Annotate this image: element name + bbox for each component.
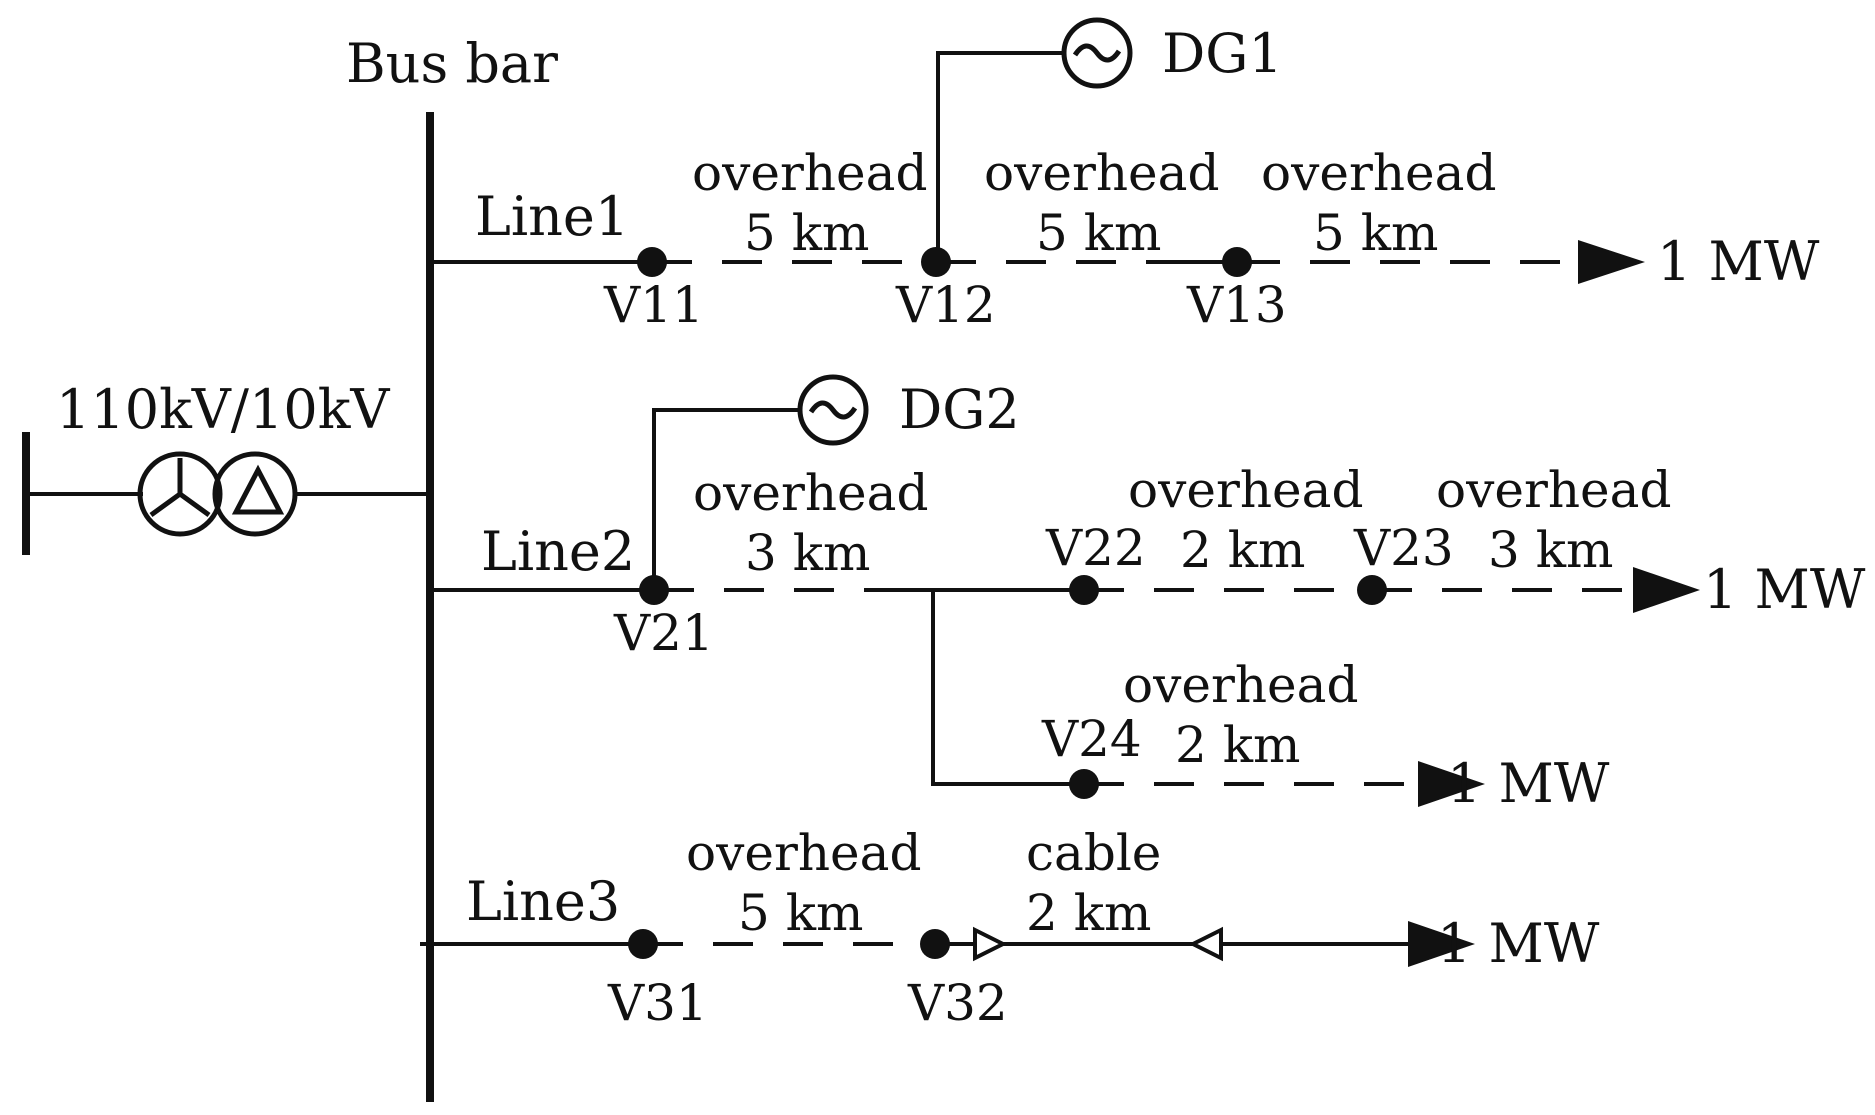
segment-3-type: overhead (1261, 144, 1496, 202)
node-v22-label: V22 (1045, 519, 1146, 577)
node-v23-label: V23 (1353, 519, 1454, 577)
dg1-connection (936, 51, 1063, 262)
node-v32 (920, 929, 950, 959)
line2-label: Line2 (481, 520, 635, 583)
node-v24 (1069, 769, 1099, 799)
line2-branch-load-arrow (1418, 761, 1485, 807)
node-v12-label: V12 (895, 276, 996, 334)
segment-6-type: overhead (1436, 461, 1671, 519)
segment-7-length: 2 km (1175, 716, 1300, 774)
dg2-connection (652, 408, 800, 590)
line2-branch-wire (931, 590, 1084, 786)
segment-5-type: overhead (1128, 461, 1363, 519)
segment-1-length: 5 km (744, 204, 869, 262)
segment-2-length: 5 km (1036, 204, 1161, 262)
segment-7-type: overhead (1123, 656, 1358, 714)
dg2-generator-icon (797, 374, 869, 446)
segment-8-type: overhead (686, 824, 921, 882)
segment-1-type: overhead (692, 144, 927, 202)
node-v31 (628, 929, 658, 959)
cable-end-marker (1188, 926, 1223, 962)
transformer-icon (137, 451, 298, 537)
node-v22 (1069, 575, 1099, 605)
line2-load-arrow (1633, 567, 1700, 613)
cable-start-marker (973, 926, 1008, 962)
line2-load-label: 1 MW (1703, 558, 1866, 621)
line3-load-arrow (1408, 921, 1475, 967)
node-v13 (1222, 247, 1252, 277)
segment-4-length: 3 km (745, 524, 870, 582)
segment-5-length: 2 km (1180, 521, 1305, 579)
node-v24-label: V24 (1041, 710, 1142, 768)
dg1-label: DG1 (1162, 22, 1283, 85)
transformer-label: 110kV/10kV (56, 378, 390, 441)
node-v11-label: V11 (603, 276, 704, 334)
segment-9-length: 2 km (1026, 884, 1151, 942)
node-v31-label: V31 (607, 974, 708, 1032)
node-v13-label: V13 (1186, 276, 1287, 334)
node-v11 (637, 247, 667, 277)
line3-label: Line3 (466, 870, 620, 933)
dg2-label: DG2 (899, 378, 1020, 441)
line2-branch-load-label: 1 MW (1447, 752, 1610, 815)
segment-6-length: 3 km (1488, 521, 1613, 579)
segment-4-type: overhead (693, 464, 928, 522)
segment-3-length: 5 km (1313, 204, 1438, 262)
node-v23 (1357, 575, 1387, 605)
segment-9-type: cable (1026, 824, 1161, 882)
segment-8-length: 5 km (738, 884, 863, 942)
dg1-generator-icon (1061, 17, 1133, 89)
bus-bar-label: Bus bar (346, 32, 558, 95)
line1-label: Line1 (475, 185, 629, 248)
node-v32-label: V32 (907, 974, 1008, 1032)
line3-load-label: 1 MW (1437, 912, 1600, 975)
segment-2-type: overhead (984, 144, 1219, 202)
node-v21-label: V21 (613, 604, 714, 662)
line1-load-arrow (1578, 240, 1645, 284)
line1-load-label: 1 MW (1657, 230, 1820, 293)
